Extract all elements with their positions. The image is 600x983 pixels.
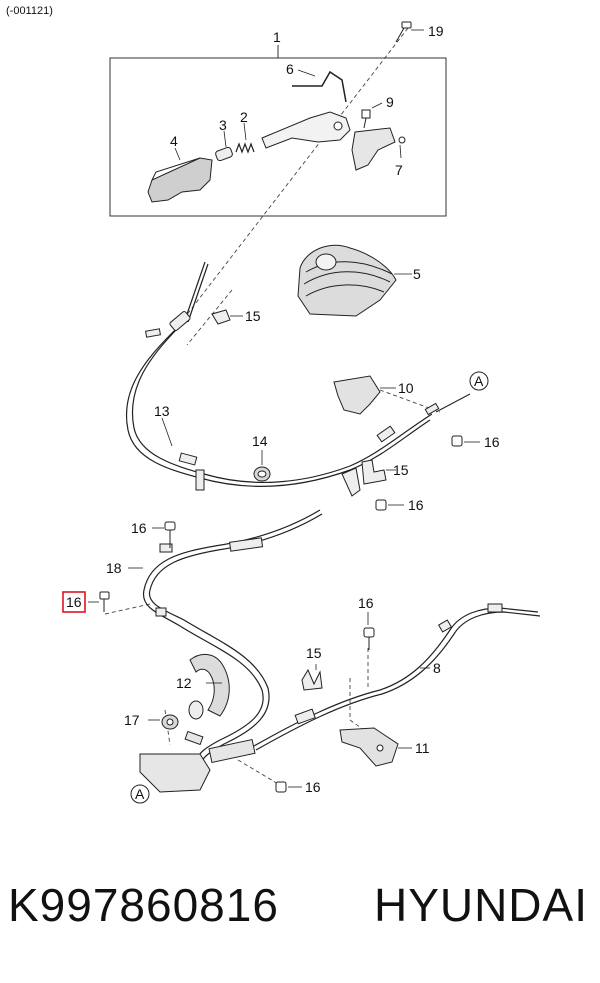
callout-16-a: 16 [484,434,500,450]
callout-1: 1 [273,29,281,45]
lever-body [261,111,351,149]
callout-12: 12 [176,675,192,691]
bolt-part-16-d [363,627,375,650]
button-part-3 [215,146,233,162]
diagram-code: (-001121) [6,5,53,17]
callout-16-d: 16 [358,595,374,611]
bolt-part-16-a [451,435,463,447]
callout-9: 9 [386,94,394,110]
equalizer-bracket [139,730,256,793]
clip-part-15-top [211,309,231,325]
cable-fitting-8 [294,603,503,725]
callout-7: 7 [395,162,403,178]
bracket-part-11 [339,727,399,767]
callout-18: 18 [106,560,122,576]
boot-part-5 [297,244,397,317]
ref-label-a-top: A [474,373,484,389]
cable-fitting-rear [155,537,264,617]
cable-bracket [341,467,361,497]
cable-part-8 [253,607,541,751]
bolt-part-16-c [164,521,176,548]
clip-part-15-mid [361,459,387,485]
bracket-part-7 [351,127,406,171]
bolt-part-19 [395,21,412,43]
cable-fitting [145,311,396,491]
ref-circle-a-top [469,371,489,391]
bolt-part-9 [361,109,371,129]
callout-16-highlighted: 16 [66,594,82,610]
bolt-part-16-e [275,781,287,793]
callout-3: 3 [219,117,227,133]
callout-16-c: 16 [131,520,147,536]
callout-2: 2 [240,109,248,125]
callout-11: 11 [415,740,430,756]
callout-15-top: 15 [245,308,261,324]
highlighted-callout-box [62,591,86,613]
bracket-part-10 [333,375,381,415]
callout-10: 10 [398,380,414,396]
ref-circle-a-bottom [130,784,150,804]
callout-14: 14 [252,433,268,449]
callout-16-b: 16 [408,497,424,513]
footer: K997860816 HYUNDAI [0,878,600,948]
callout-4: 4 [170,133,178,149]
rod-part-6 [292,70,347,103]
grip-part-4 [147,147,213,203]
bolt-part-16-highlighted [99,591,110,612]
callout-8: 8 [433,660,441,676]
grommet-part-17 [161,714,179,730]
grommet-part-14 [253,466,271,482]
callout-6: 6 [286,61,294,77]
parking-brake-diagram: 1 2 3 4 5 6 7 8 9 10 11 12 13 14 15 15 1… [62,21,541,804]
callout-5: 5 [413,266,421,282]
front-cable-part-13 [126,261,433,487]
callout-15-bottom: 15 [306,645,322,661]
rear-cable-part-18 [142,509,323,765]
clip-part-15-bottom [301,668,323,691]
callout-19: 19 [428,23,444,39]
cable-end-a-top [424,393,471,416]
hose-part-12 [188,654,230,720]
callout-13: 13 [154,403,170,419]
spring-part-2 [235,142,255,154]
brand-name: HYUNDAI [373,879,588,931]
callout-16-e: 16 [305,779,321,795]
ref-label-a-bottom: A [135,786,145,802]
callout-15-mid: 15 [393,462,409,478]
bolt-part-16-b [375,499,387,511]
part-number: K997860816 [8,879,279,931]
callout-17: 17 [124,712,140,728]
